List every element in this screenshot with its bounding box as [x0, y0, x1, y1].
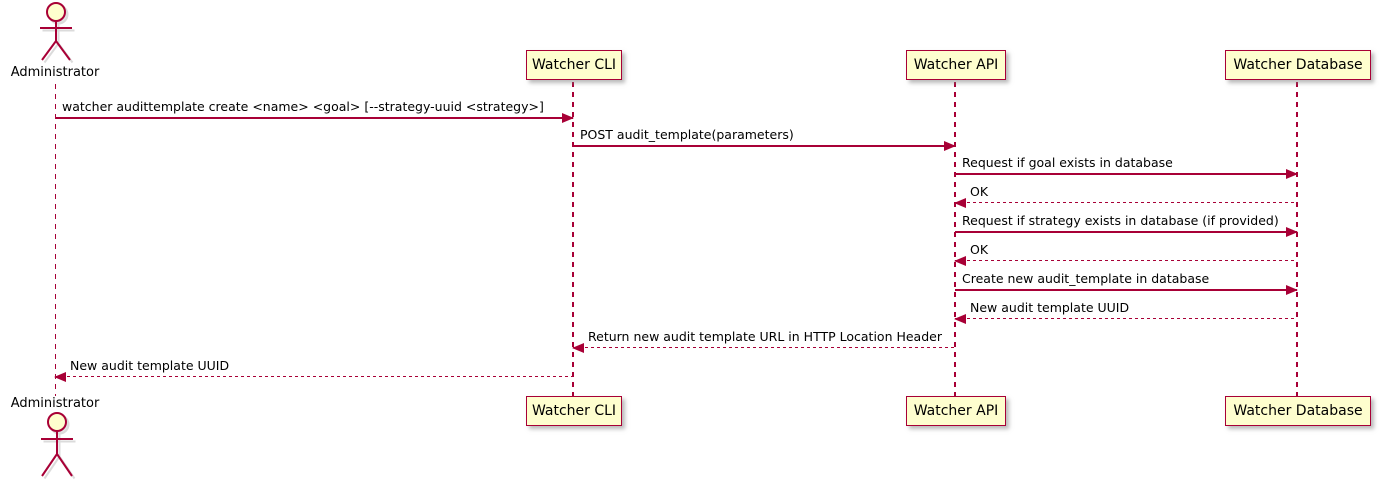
arrowhead-icon	[954, 197, 966, 208]
message-line	[573, 145, 955, 147]
message-label: OK	[970, 242, 989, 257]
participant-box-watcher-cli-top: Watcher CLI	[526, 50, 622, 80]
participant-box-watcher-api-bottom: Watcher API	[906, 396, 1006, 426]
participant-label: Watcher CLI	[531, 403, 617, 419]
participant-label: Watcher Database	[1233, 57, 1363, 73]
message-line	[955, 173, 1297, 175]
message-label: POST audit_template(parameters)	[580, 127, 794, 142]
lifeline-administrator	[54, 84, 57, 396]
actor-label-administrator-bottom: Administrator	[10, 396, 100, 411]
lifeline-watcher-cli	[572, 82, 574, 396]
arrowhead-icon	[1286, 284, 1298, 295]
participant-label: Watcher CLI	[531, 57, 617, 73]
participant-box-watcher-database-bottom: Watcher Database	[1225, 396, 1371, 426]
participant-label: Watcher Database	[1233, 403, 1363, 419]
participant-label: Watcher API	[913, 57, 999, 73]
arrowhead-icon	[54, 371, 66, 382]
message-label: Request if strategy exists in database (…	[962, 213, 1279, 228]
arrowhead-icon	[572, 342, 584, 353]
message-label: Request if goal exists in database	[962, 155, 1173, 170]
message-line	[55, 376, 573, 378]
participant-box-watcher-cli-bottom: Watcher CLI	[526, 396, 622, 426]
message-label: New audit template UUID	[970, 300, 1130, 315]
arrowhead-icon	[1286, 168, 1298, 179]
message-line	[573, 347, 955, 349]
message-line	[955, 289, 1297, 291]
message-label: watcher audittemplate create <name> <goa…	[62, 99, 544, 114]
arrowhead-icon	[954, 255, 966, 266]
message-label: New audit template UUID	[70, 358, 230, 373]
message-line	[955, 260, 1297, 262]
participant-box-watcher-database-top: Watcher Database	[1225, 50, 1371, 80]
actor-label-administrator-top: Administrator	[10, 65, 100, 80]
message-label: Return new audit template URL in HTTP Lo…	[588, 329, 942, 344]
message-line	[955, 318, 1297, 320]
actor-icon	[40, 2, 75, 64]
arrowhead-icon	[1286, 226, 1298, 237]
participant-box-watcher-api-top: Watcher API	[906, 50, 1006, 80]
lifeline-watcher-api	[954, 82, 956, 396]
arrowhead-icon	[944, 140, 956, 151]
message-line	[955, 202, 1297, 204]
message-label: Create new audit_template in database	[962, 271, 1210, 286]
arrowhead-icon	[562, 112, 574, 123]
message-line	[55, 117, 573, 119]
message-label: OK	[970, 184, 989, 199]
lifeline-watcher-database	[1296, 82, 1298, 396]
arrowhead-icon	[954, 313, 966, 324]
participant-label: Watcher API	[913, 403, 999, 419]
message-line	[955, 231, 1297, 233]
actor-icon	[41, 412, 76, 480]
